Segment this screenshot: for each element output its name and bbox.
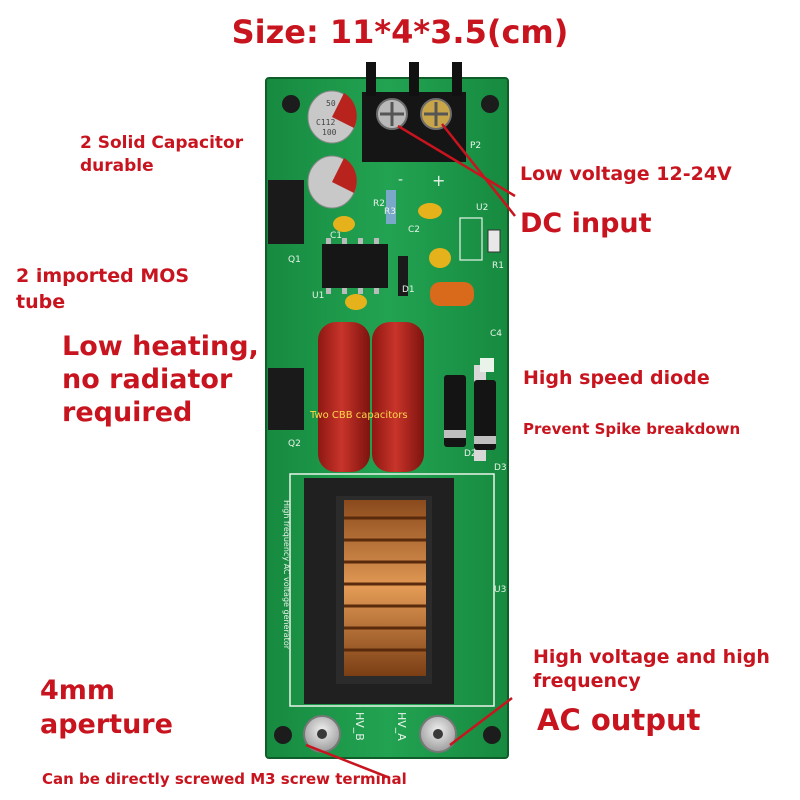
polarity-plus: + [432, 171, 445, 190]
cap-marking-3: 50 [326, 99, 336, 108]
low-voltage-label: Low voltage 12-24V [520, 163, 732, 185]
polarity-minus: - [398, 172, 403, 188]
ref-u2: U2 [476, 203, 488, 213]
cbb-capacitors [318, 322, 424, 472]
u2-outline [459, 217, 483, 261]
cap-marking-2: 100 [322, 128, 337, 137]
heating-label-line1: Low heating, [62, 331, 259, 362]
capacitor-c4 [430, 282, 474, 306]
ref-p2: P2 [470, 141, 481, 151]
ref-c1: C1 [330, 231, 342, 241]
ref-d2: D2 [464, 449, 477, 459]
mos-label-line1: 2 imported MOS [16, 265, 190, 287]
dc-input-label: DC input [520, 208, 652, 239]
capacitor-label-line2: durable [80, 156, 154, 176]
heating-label-line2: no radiator [62, 364, 233, 395]
ref-u1: U1 [312, 291, 324, 301]
ref-c2: C2 [408, 225, 420, 235]
capacitor-label-line1: 2 Solid Capacitor [80, 133, 244, 153]
silk-refs: R1 R2 R3 C1 C2 U2 D1 D2 D3 U3 [330, 199, 507, 595]
cap-marking-1: C112 [316, 118, 335, 127]
cbb-text: Two CBB capacitors [309, 410, 408, 421]
ref-r2: R2 [373, 199, 385, 209]
aperture-label-line2: aperture [40, 709, 173, 740]
aperture-label-line1: 4mm [40, 675, 116, 706]
ref-q2: Q2 [288, 439, 301, 449]
high-speed-diodes [444, 358, 496, 461]
ref-c4: C4 [490, 329, 502, 339]
ref-q1: Q1 [288, 255, 301, 265]
diode-d1 [398, 256, 408, 296]
pointer-minus [397, 124, 516, 198]
solid-capacitors [307, 90, 357, 209]
ref-d1: D1 [402, 285, 415, 295]
small-ceramic-caps [333, 203, 451, 310]
pointer-lines [305, 123, 516, 780]
ic-u1 [322, 238, 388, 294]
transformer-coil [344, 500, 426, 676]
screw-terminal-block [362, 62, 466, 162]
size-title: Size: 11*4*3.5(cm) [231, 13, 569, 51]
ref-d3: D3 [494, 463, 507, 473]
screw-terminal-label: Can be directly screwed M3 screw termina… [42, 770, 407, 788]
hv-terminals [303, 715, 457, 753]
transformer-silk: High frequency AC voltage generator [282, 500, 291, 650]
transformer [289, 473, 495, 707]
heating-label-line3: required [62, 397, 193, 428]
diode-label: High speed diode [523, 367, 710, 389]
ref-r1: R1 [492, 261, 504, 271]
hv-a-label: HV_A [395, 712, 408, 741]
hv-b-label: HV_B [353, 712, 366, 741]
mounting-holes [274, 95, 501, 744]
pointer-plus [441, 123, 516, 217]
ref-r3: R3 [384, 207, 396, 217]
ref-u3: U3 [494, 585, 506, 595]
resistor-r2 [386, 190, 396, 224]
hv-freq-label-line1: High voltage and high [533, 646, 770, 668]
mosfet-q1 [268, 180, 304, 244]
mosfet-q2 [268, 368, 304, 430]
pointer-hv-b [305, 743, 391, 780]
cap-markings: C112 100 50 [316, 99, 337, 137]
ac-output-label: AC output [537, 703, 701, 737]
pointer-hv-a [449, 697, 513, 746]
spike-label: Prevent Spike breakdown [523, 420, 741, 438]
resistor-r1 [487, 229, 501, 253]
hv-freq-label-line2: frequency [533, 670, 641, 692]
mos-label-line2: tube [16, 291, 66, 313]
